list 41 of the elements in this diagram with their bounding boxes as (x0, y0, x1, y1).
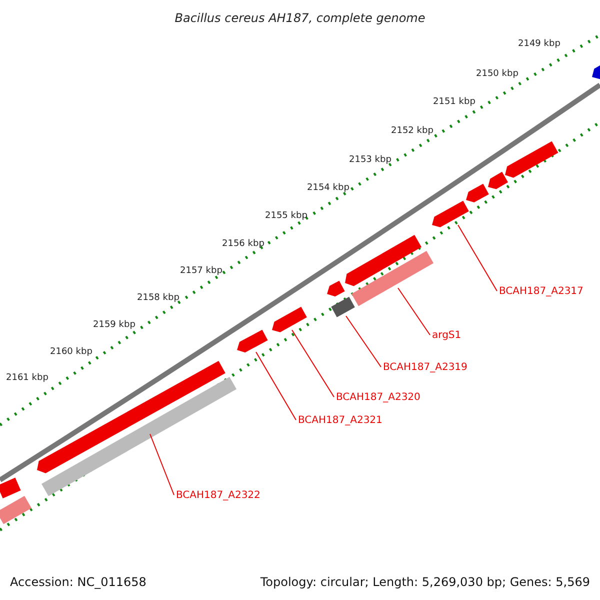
genome-info-text: Topology: circular; Length: 5,269,030 bp; Genes: 5,569 (260, 576, 590, 588)
leader-line (458, 224, 498, 292)
gene-feature (0, 478, 21, 498)
scale-label: 2157 kbp (180, 267, 222, 276)
gene-feature (505, 141, 558, 178)
title: Bacillus cereus AH187, complete genome (174, 12, 426, 24)
scale-label: 2158 kbp (137, 294, 180, 303)
gene-feature (432, 200, 469, 228)
gene-feature (488, 172, 508, 190)
leader-line (256, 352, 296, 420)
scale-label: 2156 kbp (222, 240, 264, 249)
gene-feature (327, 280, 345, 296)
gene-label: BCAH187_A2322 (176, 491, 260, 501)
accession-text: Accession: NC_011658 (10, 576, 146, 588)
scale-label: 2161 kbp (6, 374, 48, 383)
leader-line (292, 330, 334, 398)
scale-label: 2159 kbp (93, 321, 136, 330)
gene-label: BCAH187_A2319 (383, 363, 468, 373)
leader-line (150, 434, 174, 496)
gene-feature (331, 296, 355, 318)
scale-label: 2154 kbp (307, 184, 350, 193)
scale-label: 2153 kbp (349, 156, 392, 165)
scale-label: 2155 kbp (265, 212, 308, 221)
gene-label: BCAH187_A2321 (298, 416, 382, 426)
leader-line (346, 316, 382, 368)
scale-label: 2160 kbp (50, 348, 92, 357)
gene-feature (0, 496, 32, 524)
leader-line (398, 288, 430, 336)
gene-feature (466, 184, 489, 202)
gene-feature (592, 64, 600, 80)
scale-label: 2151 kbp (433, 98, 476, 107)
gene-label: BCAH187_A2317 (499, 287, 584, 297)
gene-feature (352, 250, 434, 306)
scale-label: 2150 kbp (476, 70, 518, 79)
gene-feature (237, 330, 268, 352)
gene-label: BCAH187_A2320 (336, 393, 420, 403)
scale-label: 2149 kbp (518, 40, 560, 49)
gene-feature (272, 306, 307, 332)
scale-label: 2152 kbp (391, 127, 434, 136)
gene-label: argS1 (432, 331, 462, 341)
gene-feature (345, 234, 422, 286)
